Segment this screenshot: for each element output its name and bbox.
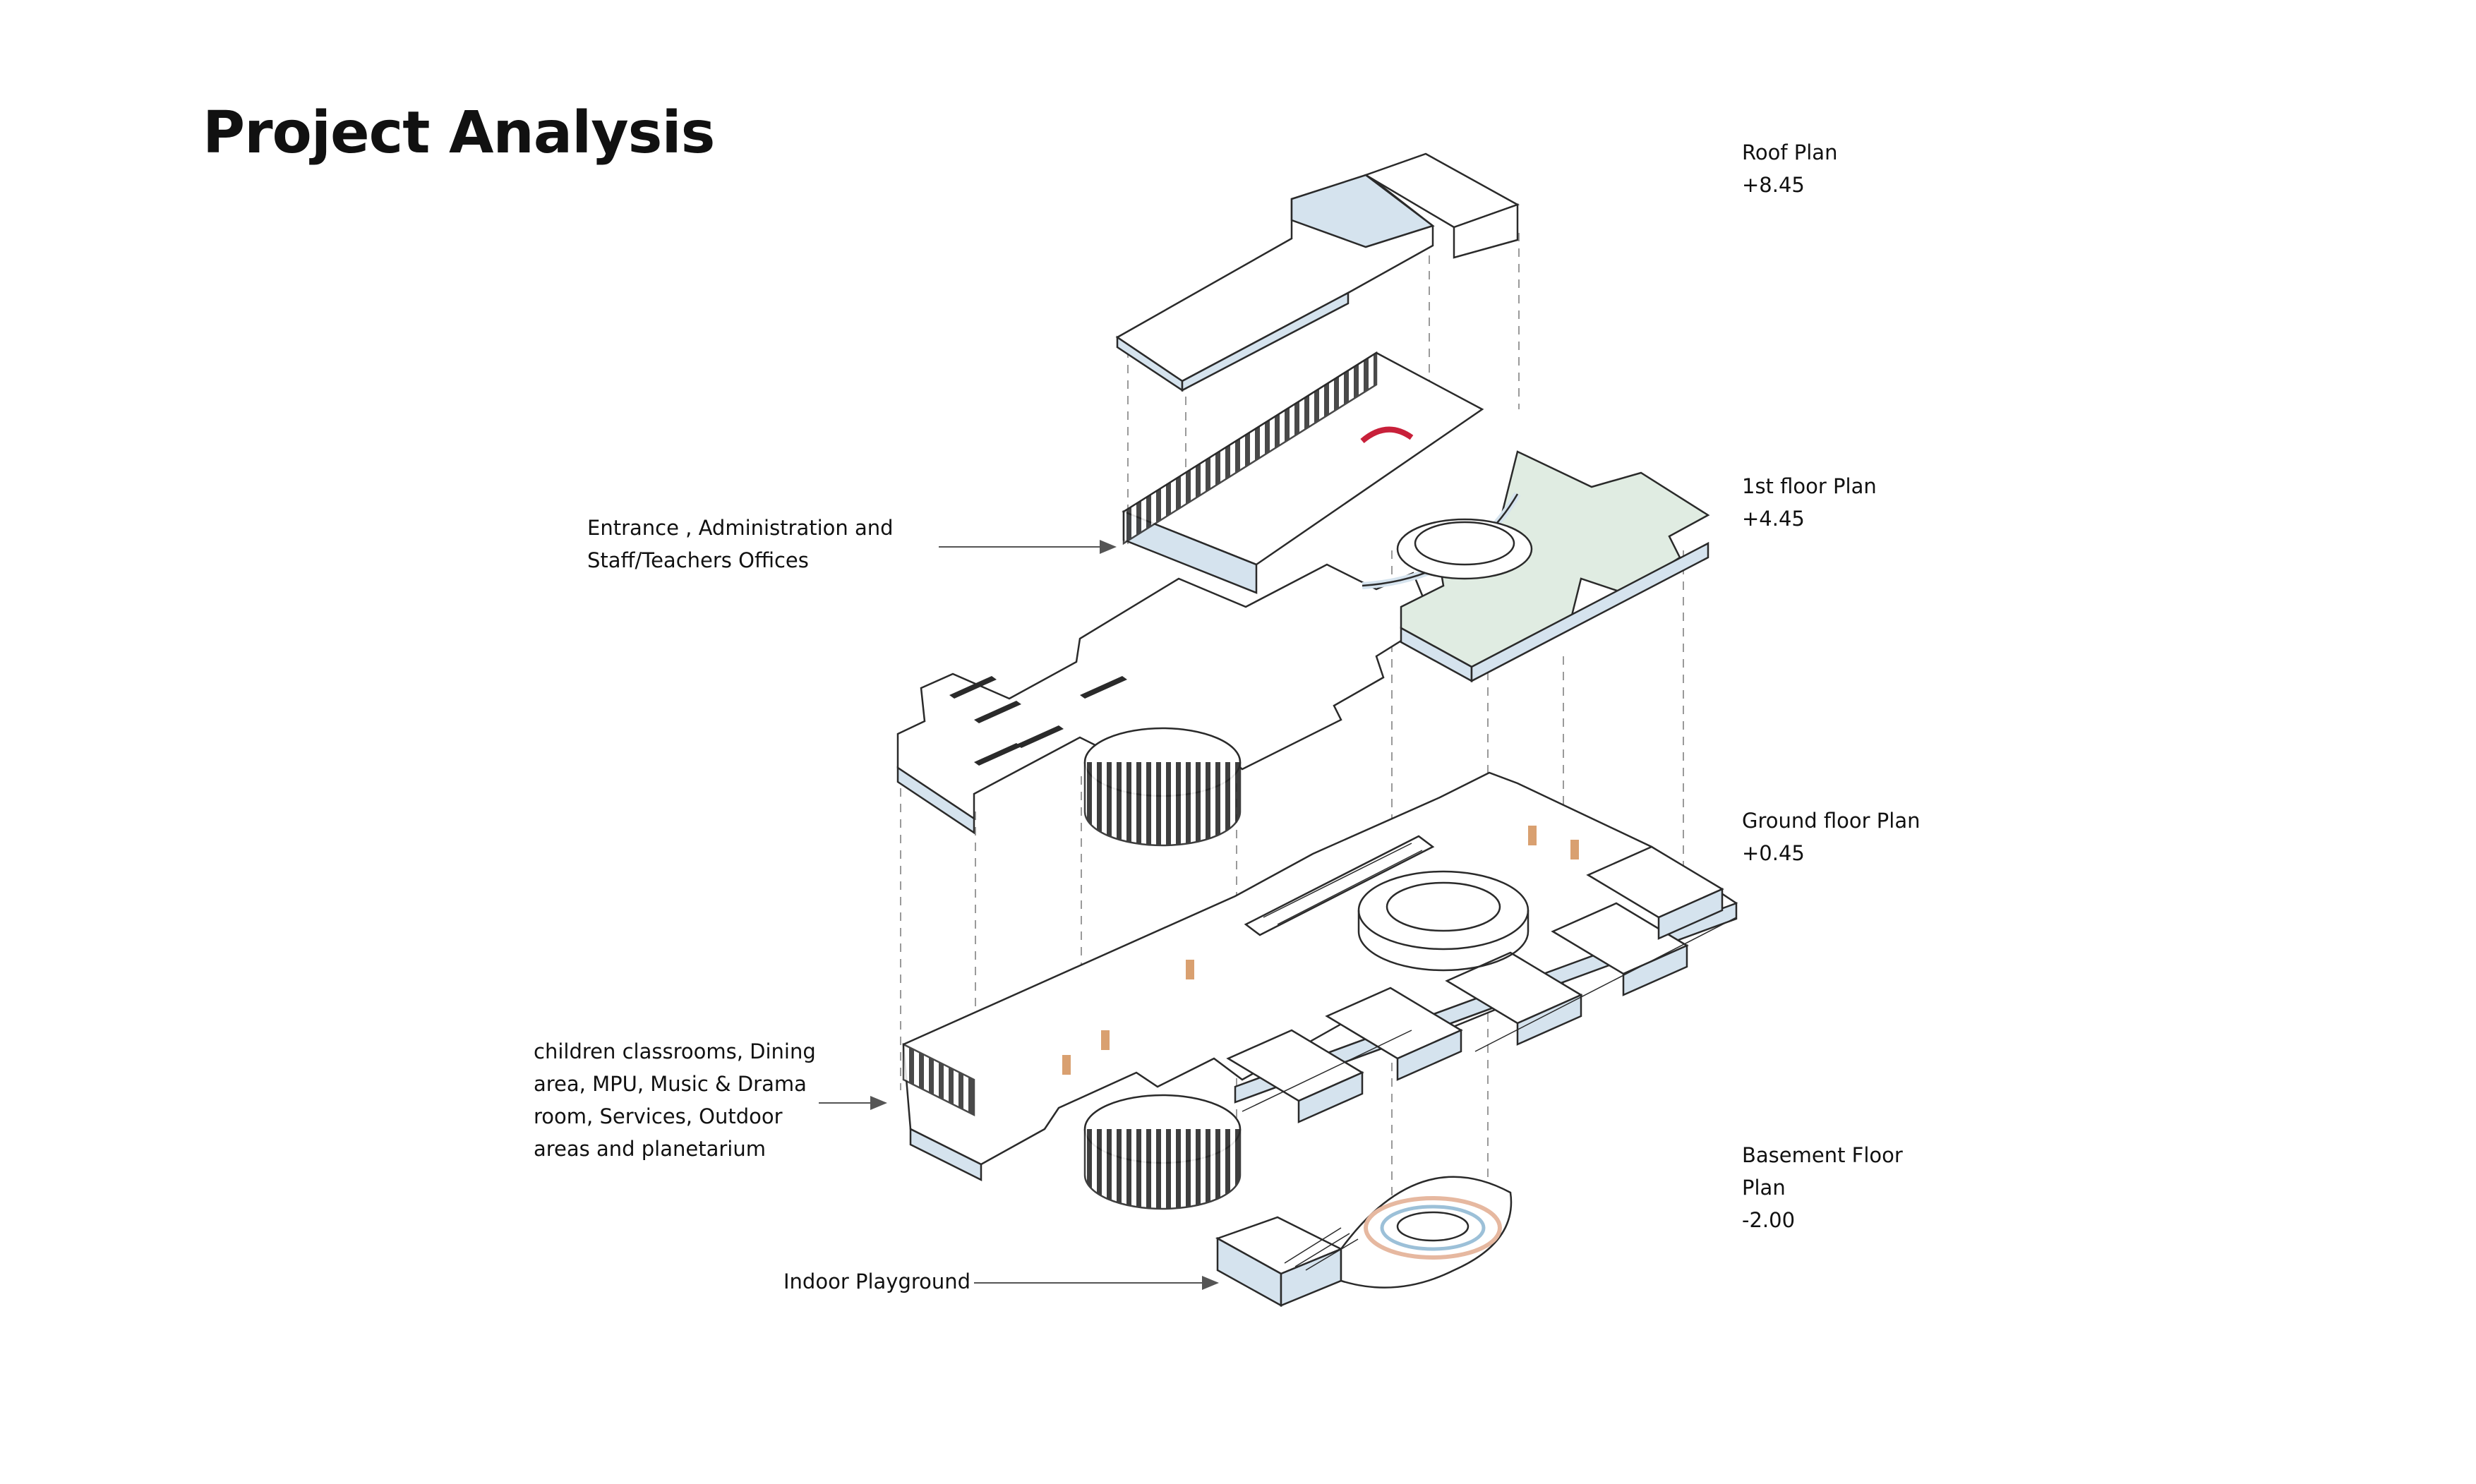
dome-upper-inner <box>1414 521 1515 566</box>
annotation-line: Staff/Teachers Offices <box>587 548 809 572</box>
planetarium-inner <box>1386 881 1501 932</box>
playground-center <box>1396 1211 1470 1242</box>
basement-plan-volume <box>1215 1176 1513 1308</box>
ground-floor-edge <box>909 1127 982 1182</box>
wood-doors <box>1062 826 1579 1075</box>
railings <box>1242 917 1737 1112</box>
red-seating <box>1360 426 1414 444</box>
first-floor-slab-edge <box>896 766 975 835</box>
annotation-indoor-playground: Indoor Playground <box>783 1265 970 1298</box>
annotation-line: Entrance , Administration and <box>587 516 894 540</box>
annotation-line: room, Services, Outdoor <box>534 1104 783 1128</box>
level-name-line2: Plan <box>1742 1176 1786 1200</box>
level-label-ground-floor: Ground floor Plan +0.45 <box>1742 804 1920 869</box>
annotation-line: areas and planetarium <box>534 1137 766 1161</box>
annotation-line: Indoor Playground <box>783 1269 971 1293</box>
ramp <box>1244 835 1435 936</box>
level-label-basement: Basement Floor Plan -2.00 <box>1742 1139 1903 1236</box>
skylights <box>949 676 1127 766</box>
level-name: 1st floor Plan <box>1742 474 1877 498</box>
level-elevation: +0.45 <box>1742 841 1805 865</box>
level-name: Ground floor Plan <box>1742 809 1921 833</box>
rotunda-wall <box>1083 762 1242 847</box>
ground-floor-plan-volume <box>902 771 1738 1210</box>
classroom-walls <box>1297 888 1724 1123</box>
first-floor-plan-volume <box>896 351 1710 847</box>
annotation-line: children classrooms, Dining <box>534 1039 816 1063</box>
basement-stairs <box>1284 1227 1359 1271</box>
left-wing-facade <box>902 1042 975 1117</box>
annotation-classrooms: children classrooms, Dining area, MPU, M… <box>534 1035 816 1165</box>
level-label-first-floor: 1st floor Plan +4.45 <box>1742 470 1877 535</box>
level-elevation: +8.45 <box>1742 173 1805 197</box>
ground-rotunda-wall <box>1083 1129 1242 1210</box>
roof-upper-box-side <box>1453 203 1519 259</box>
level-label-roof: Roof Plan +8.45 <box>1742 136 1837 201</box>
page-title: Project Analysis <box>203 99 715 167</box>
roof-plan-volume <box>1115 152 1520 392</box>
annotation-line: area, MPU, Music & Drama <box>534 1072 807 1096</box>
annotation-entrance-admin: Entrance , Administration and Staff/Teac… <box>587 512 894 577</box>
level-elevation: +4.45 <box>1742 507 1805 531</box>
classroom-boxes <box>1226 845 1724 1102</box>
level-name: Roof Plan <box>1742 140 1838 164</box>
level-elevation: -2.00 <box>1742 1208 1796 1232</box>
terrace-edge-long <box>1470 541 1709 683</box>
leader-lines <box>819 540 1219 1290</box>
planetarium-wall <box>1357 910 1530 972</box>
level-name: Basement Floor <box>1742 1143 1903 1167</box>
roof-fascia-long <box>1181 291 1350 392</box>
admin-facade <box>1122 351 1378 545</box>
roof-raised-block <box>1290 174 1435 248</box>
